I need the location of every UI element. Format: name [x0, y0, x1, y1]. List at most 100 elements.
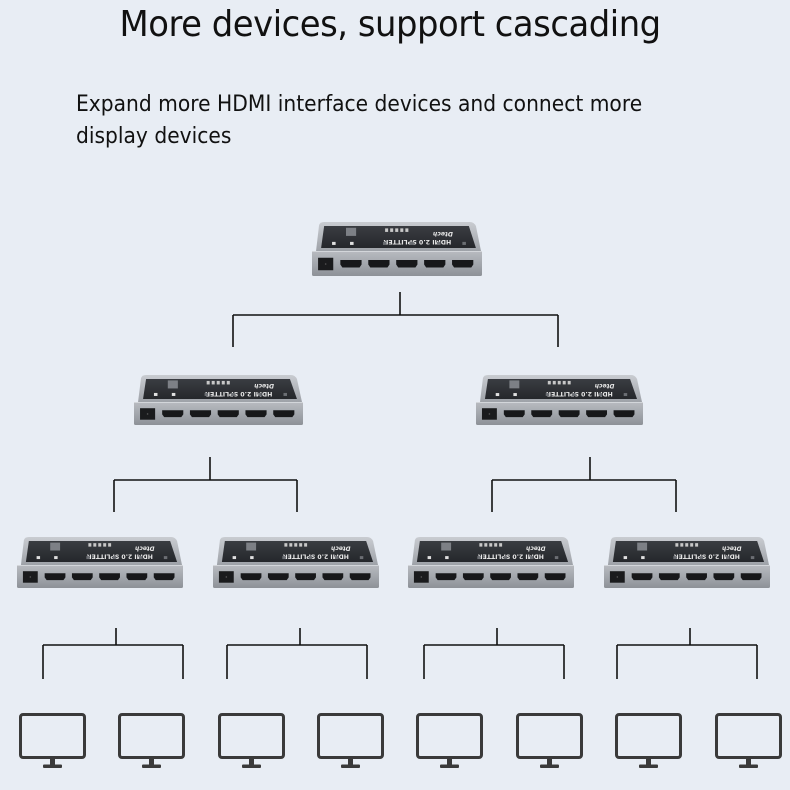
led-indicator: [108, 543, 112, 547]
device-indicator-dot: [334, 556, 339, 560]
splitter-bracket: [491, 457, 677, 512]
monitor-screen: [416, 713, 483, 759]
led-indicator: [304, 543, 308, 547]
led-indicator: [385, 228, 389, 232]
hdmi-port: [544, 573, 566, 581]
device-model-label: HDMI 2.0 SPLITTER: [478, 553, 544, 560]
monitor-neck: [746, 759, 751, 765]
device-indicator-dot: [495, 393, 500, 397]
device-indicator-dot: [36, 556, 41, 560]
led-indicator: [93, 543, 97, 547]
led-indicator: [489, 543, 493, 547]
device-brand-label: Dtech: [135, 545, 154, 551]
hdmi-port: [240, 573, 262, 581]
hdmi-port: [126, 573, 148, 581]
device-indicator-dot: [350, 241, 354, 245]
hdmi-port: [189, 410, 212, 418]
led-indicator: [562, 380, 566, 385]
monitor-neck: [249, 759, 254, 765]
device-indicator-dot: [112, 556, 117, 560]
dc-port-pin: [225, 576, 228, 578]
splitter-bracket: [226, 628, 368, 679]
led-indicator: [226, 380, 230, 385]
device-model-label: HDMI 2.0 SPLITTER: [383, 238, 451, 245]
hdmi-port: [613, 410, 635, 418]
device-indicator-dot: [153, 392, 158, 396]
display-monitors: [19, 713, 782, 768]
hdmi-port: [452, 260, 474, 268]
hdmi-port: [71, 573, 93, 581]
device-indicator-dot: [250, 556, 254, 560]
device-indicator-dot: [477, 556, 481, 560]
hdmi-port: [558, 410, 580, 418]
monitor-icon: [218, 713, 285, 768]
device-model-label: HDMI 2.0 SPLITTER: [87, 553, 153, 560]
led-indicator: [284, 543, 288, 547]
led-indicator: [221, 380, 225, 385]
monitor-base: [43, 764, 62, 768]
dc-port-pin: [616, 576, 619, 578]
device-indicator-dot: [436, 241, 441, 245]
led-indicator: [557, 380, 561, 385]
hdmi-port: [396, 260, 418, 268]
device-indicator-dot: [138, 556, 143, 560]
device-indicator-dot: [282, 556, 286, 560]
monitor-neck: [447, 759, 452, 765]
device-indicator-dot: [750, 556, 755, 560]
monitor-base: [142, 764, 161, 768]
monitor-icon: [19, 713, 86, 768]
device-label: HDMI 2.0 SPLITTER Dtech: [87, 545, 155, 560]
led-indicator: [675, 543, 679, 547]
led-indicator: [103, 543, 107, 547]
device-brand-label: Dtech: [331, 545, 350, 551]
monitor-base: [341, 764, 360, 768]
led-indicator: [494, 543, 498, 547]
monitor-base: [639, 764, 658, 768]
monitor-icon: [516, 713, 583, 768]
device-indicator-dot: [623, 393, 628, 397]
device-indicator-dot: [332, 241, 336, 245]
dc-port-pin: [324, 263, 327, 265]
hdmi-port: [245, 410, 267, 418]
led-indicator: [690, 543, 694, 547]
device-indicator-dot: [572, 393, 576, 397]
led-indicator: [685, 543, 689, 547]
device-indicator-dot: [545, 393, 550, 397]
device-indicator-dot: [623, 556, 628, 560]
device-badge: [167, 380, 178, 389]
hdmi-port: [153, 573, 175, 581]
dc-port-pin: [488, 413, 491, 415]
led-indicator: [390, 228, 394, 232]
monitor-screen: [218, 713, 285, 759]
hdmi-port: [340, 260, 362, 268]
led-indicator: [547, 380, 551, 385]
device-indicator-dot: [231, 392, 235, 396]
led-indicator: [98, 543, 102, 547]
monitor-neck: [149, 759, 154, 765]
monitor-icon: [118, 713, 185, 768]
monitor-icon: [317, 713, 384, 768]
device-model-label: HDMI 2.0 SPLITTER: [546, 390, 613, 397]
device-indicator-dot: [554, 556, 559, 560]
monitor-neck: [646, 759, 651, 765]
led-indicator: [400, 228, 404, 232]
hdmi-port: [273, 410, 295, 418]
led-indicator: [479, 543, 483, 547]
device-indicator-dot: [171, 392, 176, 396]
hdmi-port: [99, 573, 120, 581]
led-indicator: [216, 380, 220, 385]
led-indicator: [499, 543, 503, 547]
device-indicator-dot: [204, 392, 209, 396]
device-indicator-dot: [86, 556, 90, 560]
hdmi-splitter-device-level-3: HDMI 2.0 SPLITTER Dtech: [17, 537, 183, 588]
hdmi-port: [349, 573, 371, 581]
connector-lines: [42, 292, 758, 679]
hdmi-port: [740, 573, 762, 581]
monitor-screen: [19, 713, 86, 759]
device-indicator-dot: [598, 393, 603, 397]
hdmi-port: [267, 573, 289, 581]
